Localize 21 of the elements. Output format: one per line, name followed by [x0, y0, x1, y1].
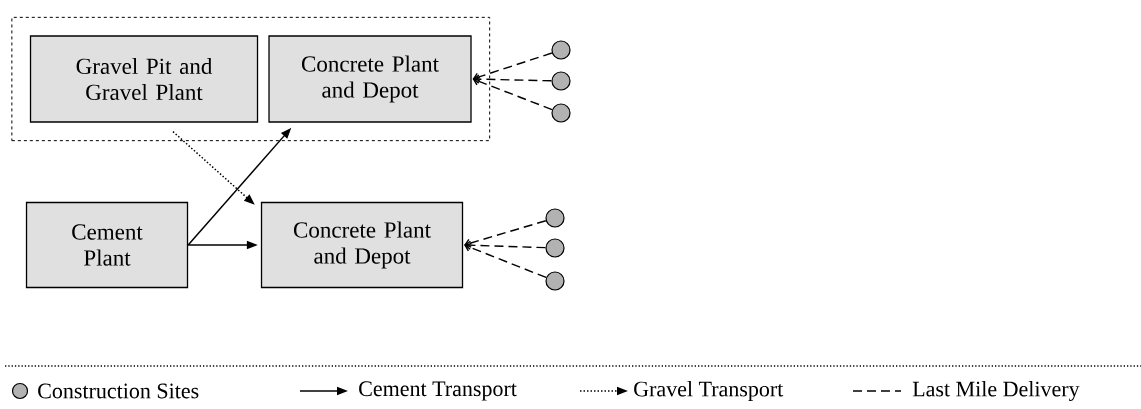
legend-text: Last Mile Delivery — [912, 381, 1080, 401]
site-circle — [551, 40, 571, 60]
site-circle — [551, 103, 571, 123]
legend-text: Gravel Transport — [634, 381, 784, 401]
legend-text: Cement Transport — [359, 381, 517, 401]
process-box: Cement Plant — [25, 201, 189, 289]
process-box: Concrete Plant and Depot — [268, 35, 472, 123]
process-box: Concrete Plant and Depot — [260, 201, 464, 289]
arrow — [472, 52, 553, 82]
group-box — [11, 16, 491, 142]
process-box: Gravel Pit and Gravel Plant — [29, 35, 259, 123]
site-circle — [545, 238, 565, 258]
arrow — [464, 240, 547, 250]
legend-text: Construction Sites — [38, 383, 199, 399]
arrow — [472, 76, 553, 111]
site-circle — [545, 271, 565, 291]
arrow — [464, 242, 547, 279]
site-circle — [545, 208, 565, 228]
arrow — [464, 220, 547, 248]
arrow — [472, 74, 553, 84]
site-circle — [551, 71, 571, 91]
